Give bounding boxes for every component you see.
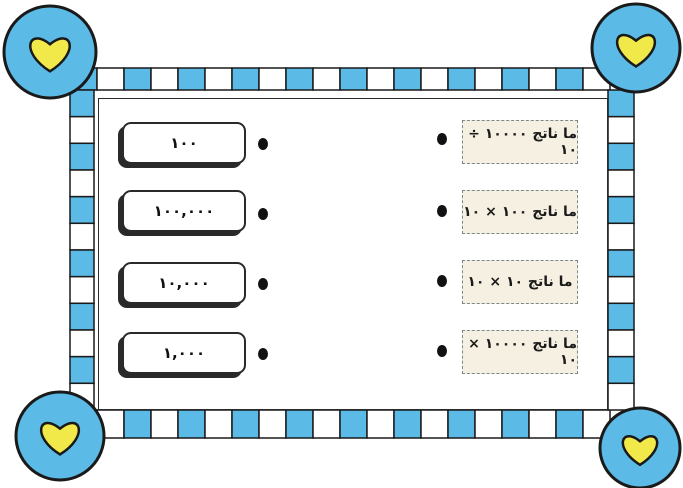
frame-tile xyxy=(70,330,94,357)
frame-tile xyxy=(151,68,178,90)
frame-tile xyxy=(608,250,634,277)
frame-tile xyxy=(340,68,367,90)
frame-tile xyxy=(608,170,634,197)
answer-card-3[interactable]: ١٠,٠٠٠ xyxy=(122,262,246,304)
answer-card-2[interactable]: ١٠٠,٠٠٠ xyxy=(122,190,246,232)
frame-tile xyxy=(124,410,151,438)
frame-tile xyxy=(367,410,394,438)
match-dot-left-1[interactable] xyxy=(258,138,268,150)
frame-tile xyxy=(394,410,421,438)
frame-tile xyxy=(608,303,634,330)
frame-tile xyxy=(556,68,583,90)
frame-tile xyxy=(421,68,448,90)
frame-tile xyxy=(70,277,94,304)
match-dot-right-4[interactable] xyxy=(437,345,447,357)
frame-tile xyxy=(448,68,475,90)
frame-tile xyxy=(556,410,583,438)
match-dot-right-1[interactable] xyxy=(437,133,447,145)
frame-tile xyxy=(70,143,94,170)
match-dot-right-2[interactable] xyxy=(437,205,447,217)
frame-tile xyxy=(259,68,286,90)
frame-tile xyxy=(502,410,529,438)
frame-tile xyxy=(70,250,94,277)
frame-tile xyxy=(608,197,634,224)
frame-tile xyxy=(178,410,205,438)
frame-tile xyxy=(313,68,340,90)
frame-tile xyxy=(124,68,151,90)
question-label-2: ما ناتج ١٠٠ × ١٠ xyxy=(462,190,578,234)
heart-icon xyxy=(16,392,104,480)
frame-tile xyxy=(394,68,421,90)
frame-tile xyxy=(70,170,94,197)
frame-tile xyxy=(259,410,286,438)
heart-icon xyxy=(4,6,96,98)
frame-tile xyxy=(70,303,94,330)
frame-tile xyxy=(608,117,634,144)
frame-tile xyxy=(286,410,313,438)
match-dot-left-2[interactable] xyxy=(258,208,268,220)
heart-icon xyxy=(600,408,680,488)
frame-tile xyxy=(97,68,124,90)
question-label-3: ما ناتج ١٠ × ١٠ xyxy=(462,260,578,304)
frame-tile xyxy=(151,410,178,438)
frame-tile xyxy=(70,223,94,250)
frame-tile xyxy=(608,143,634,170)
frame-tile xyxy=(232,410,259,438)
frame-tile xyxy=(286,68,313,90)
frame-tile xyxy=(608,277,634,304)
frame-tile xyxy=(232,68,259,90)
frame-tile xyxy=(608,223,634,250)
question-label-4: ما ناتج ١٠٠٠٠ × ١٠ xyxy=(462,330,578,374)
frame-tile xyxy=(529,410,556,438)
frame-tile xyxy=(70,197,94,224)
frame-tile xyxy=(205,410,232,438)
frame-tile xyxy=(475,68,502,90)
frame-tile xyxy=(608,330,634,357)
frame-tile xyxy=(502,68,529,90)
heart-icon xyxy=(592,4,680,92)
answer-card-1[interactable]: ١٠٠ xyxy=(122,122,246,164)
frame-tile xyxy=(340,410,367,438)
frame-tile xyxy=(70,357,94,384)
frame-tile xyxy=(313,410,340,438)
frame-tile xyxy=(205,68,232,90)
answer-card-4[interactable]: ١,٠٠٠ xyxy=(122,332,246,374)
frame-tile xyxy=(608,90,634,117)
match-dot-right-3[interactable] xyxy=(437,275,447,287)
frame-tile xyxy=(529,68,556,90)
frame-tile xyxy=(70,117,94,144)
question-label-1: ما ناتج ١٠٠٠٠ ÷ ١٠ xyxy=(462,120,578,164)
frame-tile xyxy=(367,68,394,90)
frame-tile xyxy=(448,410,475,438)
frame-tile xyxy=(608,383,634,410)
match-dot-left-4[interactable] xyxy=(258,348,268,360)
frame-tile xyxy=(70,90,94,117)
frame-tile xyxy=(421,410,448,438)
match-dot-left-3[interactable] xyxy=(258,278,268,290)
frame-tile xyxy=(608,357,634,384)
frame-tile xyxy=(178,68,205,90)
frame-tile xyxy=(475,410,502,438)
